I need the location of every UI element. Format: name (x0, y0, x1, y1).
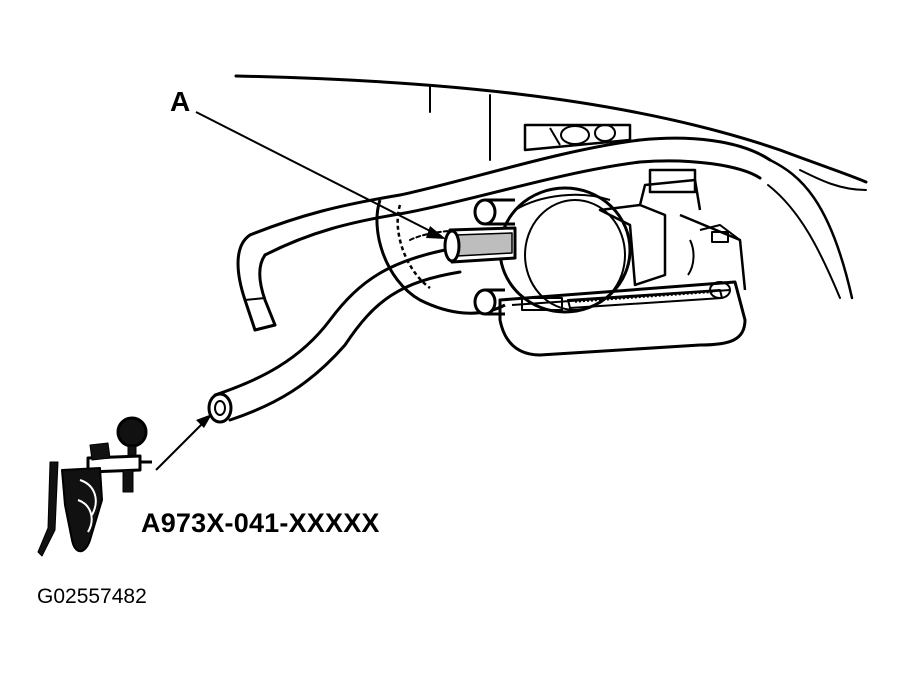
canister (375, 168, 747, 357)
vacuum-pump-icon (37, 416, 152, 557)
canister-ports (473, 198, 515, 316)
connect-arrowhead (196, 414, 212, 428)
callout-leader-a (195, 111, 441, 237)
upper-hose (236, 136, 772, 332)
callout-label-a: A (170, 86, 191, 117)
vacuum-hose-a (207, 226, 517, 424)
figure-id: G02557482 (37, 585, 147, 608)
tool-part-number: A973X-041-XXXXX (141, 508, 380, 538)
body-panel (234, 74, 868, 300)
engine-frame (523, 123, 632, 152)
connect-arrow (155, 417, 209, 471)
callout-arrowhead-a (426, 226, 446, 239)
